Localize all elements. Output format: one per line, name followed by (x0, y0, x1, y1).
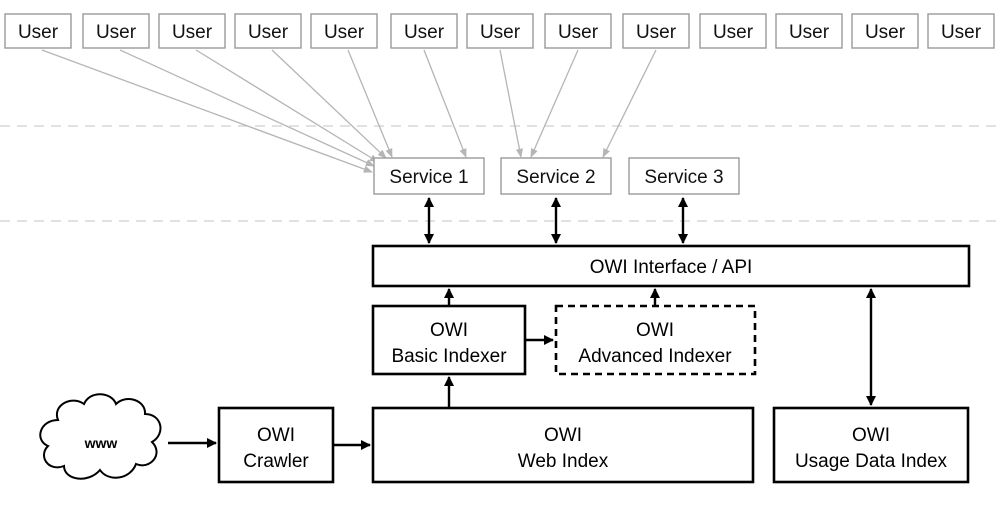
user-to-service-arrow (41, 49, 373, 173)
web-index-box[interactable]: OWI Web Index (371, 406, 755, 484)
user-box[interactable]: User (851, 13, 919, 49)
user-label: User (636, 22, 677, 43)
usage-data-index-line2: Usage Data Index (795, 451, 948, 472)
owi-interface-label: OWI Interface / API (590, 257, 753, 278)
user-box[interactable]: User (234, 13, 302, 49)
www-label: www (84, 435, 118, 451)
user-box[interactable]: User (390, 13, 458, 49)
user-to-service-arrow (530, 49, 579, 158)
www-cloud: www (39, 393, 162, 480)
user-label: User (480, 22, 521, 43)
user-to-service-arrow (602, 49, 657, 158)
owi-interface-box[interactable]: OWI Interface / API (371, 244, 971, 288)
user-box[interactable]: User (927, 13, 995, 49)
basic-indexer-line1: OWI (430, 320, 468, 341)
user-label: User (713, 22, 754, 43)
user-to-service-arrow (119, 49, 375, 167)
crawler-box[interactable]: OWI Crawler (217, 406, 335, 484)
user-box[interactable]: User (544, 13, 612, 49)
service-1-label: Service 1 (389, 167, 468, 188)
user-label: User (404, 22, 445, 43)
user-box[interactable]: User (82, 13, 150, 49)
user-label: User (865, 22, 906, 43)
usage-data-index-line1: OWI (852, 425, 890, 446)
service-2-box[interactable]: Service 2 (500, 157, 612, 195)
user-label: User (789, 22, 830, 43)
user-box[interactable]: User (4, 13, 72, 49)
user-to-service-arrow (195, 49, 379, 163)
usage-data-index-box[interactable]: OWI Usage Data Index (772, 406, 970, 484)
advanced-indexer-box[interactable]: OWI Advanced Indexer (554, 304, 757, 376)
user-label: User (172, 22, 213, 43)
user-links (41, 49, 657, 173)
advanced-indexer-line1: OWI (636, 320, 674, 341)
user-box[interactable]: User (310, 13, 378, 49)
service-2-label: Service 2 (516, 167, 595, 188)
user-label: User (96, 22, 137, 43)
user-to-service-arrow (271, 49, 387, 159)
user-box[interactable]: User (158, 13, 226, 49)
user-label: User (248, 22, 289, 43)
user-to-service-arrow (423, 49, 467, 158)
user-label: User (941, 22, 982, 43)
user-to-service-arrow (499, 49, 523, 158)
advanced-indexer-line2: Advanced Indexer (578, 346, 732, 367)
users-row: User User User User User User User User User User… (4, 13, 995, 49)
web-index-line1: OWI (544, 425, 582, 446)
connections (168, 196, 877, 451)
user-box[interactable]: User (466, 13, 534, 49)
service-3-box[interactable]: Service 3 (628, 157, 740, 195)
user-box[interactable]: User (622, 13, 690, 49)
basic-indexer-box[interactable]: OWI Basic Indexer (371, 304, 527, 376)
user-box[interactable]: User (775, 13, 843, 49)
user-label: User (324, 22, 365, 43)
crawler-line1: OWI (257, 425, 295, 446)
web-index-line2: Web Index (518, 451, 609, 472)
service-3-label: Service 3 (644, 167, 723, 188)
crawler-line2: Crawler (243, 451, 309, 472)
user-box[interactable]: User (699, 13, 767, 49)
user-to-service-arrow (347, 49, 393, 158)
basic-indexer-line2: Basic Indexer (391, 346, 507, 367)
user-label: User (18, 22, 59, 43)
user-label: User (558, 22, 599, 43)
service-1-box[interactable]: Service 1 (373, 157, 485, 195)
